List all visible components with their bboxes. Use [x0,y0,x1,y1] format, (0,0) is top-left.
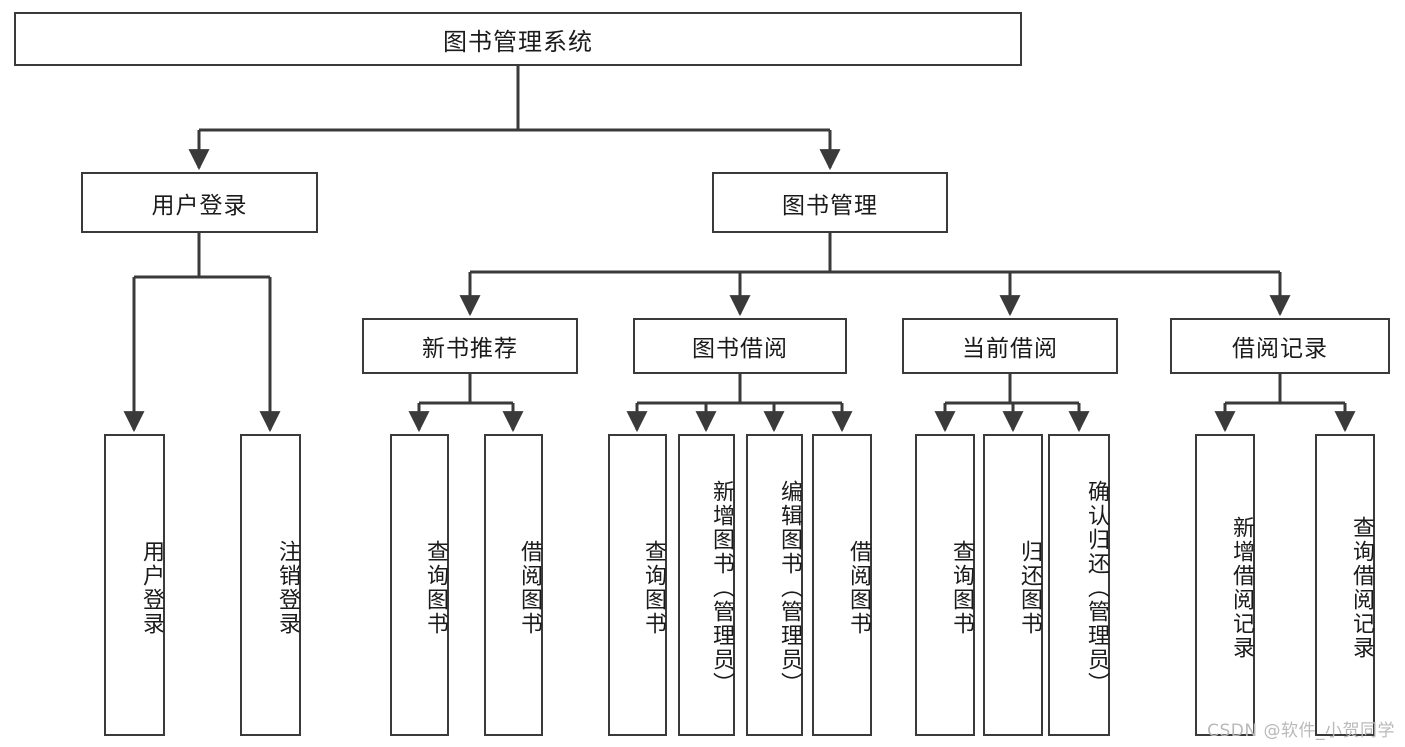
node-label: 注销登录 [275,540,300,636]
leaf-current-borrow-confirm-return[interactable]: 确认归还（管理员） [1048,434,1110,736]
csdn-watermark: CSDN @软件_小贺同学 [1207,721,1395,741]
node-label: 借阅图书 [517,540,542,636]
node-label: 图书借阅 [692,336,788,362]
leaf-current-borrow-return[interactable]: 归还图书 [983,434,1043,736]
node-label: 查询图书 [641,540,666,636]
node-label: 新书推荐 [422,336,518,362]
node-label: 新增借阅记录 [1229,516,1254,660]
node-label: 查询借阅记录 [1349,516,1374,660]
leaf-borrow-record-query[interactable]: 查询借阅记录 [1315,434,1375,736]
node-user-login[interactable]: 用户登录 [81,172,318,233]
leaf-current-borrow-query[interactable]: 查询图书 [915,434,975,736]
leaf-book-borrow-add[interactable]: 新增图书（管理员） [678,434,735,736]
leaf-user-login-login[interactable]: 用户登录 [104,434,165,736]
leaf-book-borrow-borrow[interactable]: 借阅图书 [812,434,872,736]
node-label: 新增图书（管理员） [709,480,734,696]
node-label: 图书管理 [782,192,878,219]
leaf-user-login-logout[interactable]: 注销登录 [240,434,301,736]
node-label: 用户登录 [139,540,164,636]
leaf-new-book-borrow[interactable]: 借阅图书 [484,434,543,736]
node-label: 确认归还（管理员） [1084,480,1109,696]
node-label: 借阅图书 [846,540,871,636]
node-book-borrow[interactable]: 图书借阅 [633,318,847,374]
node-borrow-record[interactable]: 借阅记录 [1170,318,1390,374]
node-label: 归还图书 [1017,540,1042,636]
node-label: 查询图书 [423,540,448,636]
node-current-borrow[interactable]: 当前借阅 [902,318,1118,374]
leaf-new-book-query[interactable]: 查询图书 [390,434,449,736]
node-label: 当前借阅 [962,336,1058,362]
leaf-borrow-record-add[interactable]: 新增借阅记录 [1195,434,1255,736]
leaf-book-borrow-edit[interactable]: 编辑图书（管理员） [746,434,803,736]
node-label: 用户登录 [151,192,248,219]
node-label: 图书管理系统 [443,27,593,56]
node-root-system[interactable]: 图书管理系统 [14,12,1022,66]
node-label: 查询图书 [949,540,974,636]
node-book-management[interactable]: 图书管理 [712,172,948,233]
leaf-book-borrow-query[interactable]: 查询图书 [608,434,667,736]
node-label: 编辑图书（管理员） [777,480,802,696]
node-label: 借阅记录 [1232,336,1328,362]
node-new-book-recommend[interactable]: 新书推荐 [362,318,578,374]
